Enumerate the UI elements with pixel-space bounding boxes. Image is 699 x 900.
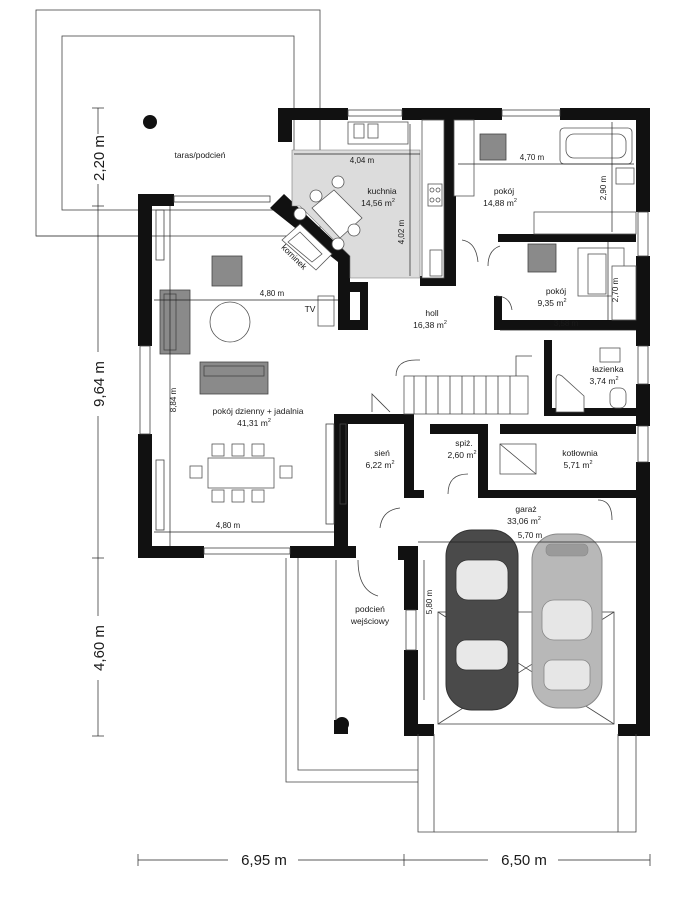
living-furniture xyxy=(159,255,335,503)
room-kitchen-name: kuchnia xyxy=(367,186,397,196)
room-hall-area: 16,38 m2 xyxy=(413,320,447,330)
room-boiler-area: 5,71 m2 xyxy=(563,460,592,470)
room-garage-area: 33,06 m2 xyxy=(507,516,541,526)
stairs xyxy=(395,355,532,415)
room-pantry-name: spiż. xyxy=(455,438,472,448)
windows xyxy=(139,109,649,651)
room1-furniture xyxy=(453,119,637,235)
dim-kitchen-height: 4,02 m xyxy=(397,219,406,244)
room-room2-name: pokój xyxy=(546,286,566,296)
room-vestibule-area: 6,22 m2 xyxy=(365,460,394,470)
room-garage-name: garaż xyxy=(515,504,536,514)
tv-label: TV xyxy=(305,304,316,314)
room2-furniture xyxy=(527,243,637,321)
room-kitchen-area: 14,56 m2 xyxy=(361,198,395,208)
dim-room1-height: 2,90 m xyxy=(599,175,608,200)
room-bathroom-name: łazienka xyxy=(592,364,623,374)
dim-bottom-left: 6,95 m xyxy=(241,852,287,869)
room-living-area: 41,31 m2 xyxy=(237,418,271,428)
dim-garage-width: 5,70 m xyxy=(518,531,543,540)
interior-walls xyxy=(270,194,644,498)
room-living-name: pokój dzienny + jadalnia xyxy=(213,406,304,416)
car-light xyxy=(531,533,603,709)
dim-room2-height: 2,70 m xyxy=(611,277,620,302)
terrace-outline xyxy=(35,9,321,237)
room-terrace-name: taras/podcień xyxy=(174,150,225,160)
room-porch-name: podcień xyxy=(355,604,385,614)
room-vestibule-name: sień xyxy=(374,448,390,458)
boiler-unit xyxy=(499,443,537,475)
dim-bottom-right: 6,50 m xyxy=(501,852,547,869)
fireplace xyxy=(281,223,333,271)
room-bathroom-area: 3,74 m2 xyxy=(589,376,618,386)
room-porch-name2: wejściowy xyxy=(350,616,390,626)
kitchen-furniture xyxy=(291,119,445,279)
room-room1-area: 14,88 m2 xyxy=(483,198,517,208)
room-pantry-area: 2,60 m2 xyxy=(447,450,476,460)
doors xyxy=(357,239,613,597)
dim-garage-height: 5,80 m xyxy=(425,589,434,614)
dim-left-mid: 9,64 m xyxy=(91,361,108,407)
room-boiler-name: kotłownia xyxy=(562,448,598,458)
exterior-walls xyxy=(138,108,650,736)
dim-living-height: 8,84 m xyxy=(169,387,178,412)
car-dark xyxy=(445,529,519,711)
porch-column xyxy=(335,717,349,731)
room-room1-name: pokój xyxy=(494,186,514,196)
dim-living-width2: 4,80 m xyxy=(216,521,241,530)
dim-kitchen-width: 4,04 m xyxy=(350,156,375,165)
exterior-dimensions xyxy=(86,107,651,868)
terrace-column xyxy=(143,115,157,129)
dim-room1-width: 4,70 m xyxy=(520,153,545,162)
interior-dimensions xyxy=(154,122,636,700)
dim-left-top: 2,20 m xyxy=(91,135,108,181)
dim-room2-width: 3,58 m xyxy=(554,319,579,328)
porch-outline xyxy=(285,558,637,833)
dim-left-bottom: 4,60 m xyxy=(91,625,108,671)
dim-living-width: 4,80 m xyxy=(260,289,285,298)
room-room2-area: 9,35 m2 xyxy=(537,298,566,308)
room-hall-name: holl xyxy=(425,308,438,318)
bathroom-fixtures xyxy=(555,347,627,413)
